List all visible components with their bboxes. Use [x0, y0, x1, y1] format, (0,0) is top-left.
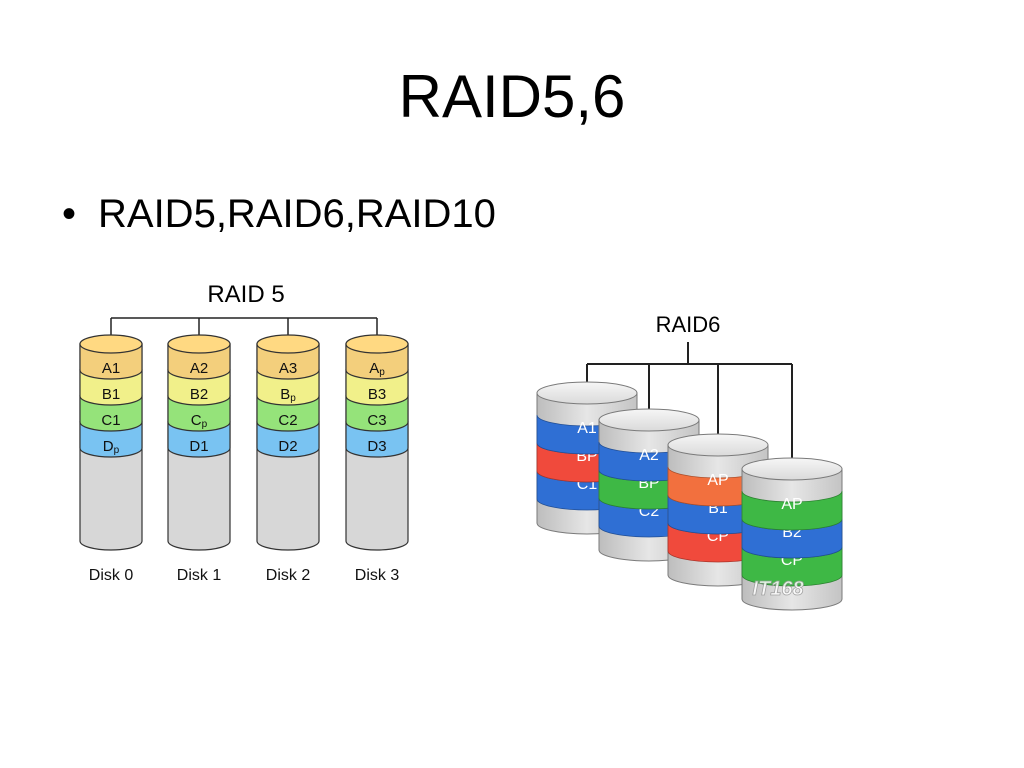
bullet-item: • RAID5,RAID6,RAID10 — [62, 190, 496, 238]
raid6-block-label: AP — [707, 472, 728, 489]
raid5-block-band — [79, 343, 143, 380]
raid6-block-label: A1 — [577, 420, 597, 437]
raid5-block-band — [256, 343, 320, 380]
raid6-disk-top — [741, 457, 843, 481]
raid5-block-label: D1 — [189, 438, 208, 455]
raid5-block-label: C3 — [367, 412, 386, 429]
watermark-logo: IT168 — [752, 578, 804, 600]
raid6-disk-top — [598, 408, 700, 432]
raid5-block-band — [79, 421, 143, 458]
raid5-block-band — [167, 421, 231, 458]
raid6-title: RAID6 — [656, 312, 721, 337]
raid6-disk-top — [536, 381, 638, 405]
raid5-block-label: D2 — [278, 438, 297, 455]
raid5-disk-label: Disk 0 — [89, 567, 134, 584]
raid5-block-band — [345, 395, 409, 432]
raid5-disk-label: Disk 2 — [266, 567, 311, 584]
raid5-disk-label: Disk 1 — [177, 567, 222, 584]
raid5-block-label: B1 — [102, 386, 120, 403]
raid5-block-label: B2 — [190, 386, 208, 403]
raid5-block-band — [256, 395, 320, 432]
raid5-disk-top — [256, 334, 320, 354]
raid5-block-band — [167, 395, 231, 432]
raid5-block-band — [256, 421, 320, 458]
raid5-block-band — [345, 343, 409, 380]
raid6-disk-top — [667, 433, 769, 457]
raid5-block-label: A3 — [279, 360, 297, 377]
raid5-disk-top — [345, 334, 409, 354]
raid5-block-label: B3 — [368, 386, 386, 403]
raid5-disk-top — [79, 334, 143, 354]
raid5-disk-label: Disk 3 — [355, 567, 400, 584]
bullet-dot-icon: • — [62, 192, 77, 236]
raid6-block-label: AP — [781, 496, 802, 513]
raid5-block-label: C2 — [278, 412, 297, 429]
raid5-block-band — [256, 369, 320, 406]
raid5-title: RAID 5 — [207, 281, 284, 308]
raid5-block-label: C1 — [101, 412, 120, 429]
raid5-block-band — [79, 369, 143, 406]
raid6-block-label: A2 — [639, 447, 659, 464]
raid5-block-label: D3 — [367, 438, 386, 455]
raid6-block-band — [741, 490, 843, 531]
raid5-block-label: A1 — [102, 360, 120, 377]
bullet-text: RAID5,RAID6,RAID10 — [98, 192, 496, 236]
raid5-block-band — [345, 369, 409, 406]
raid5-block-band — [167, 369, 231, 406]
raid5-block-band — [167, 343, 231, 380]
raid5-disk-top — [167, 334, 231, 354]
slide-title: RAID5,6 — [398, 63, 626, 130]
raid5-block-band — [79, 395, 143, 432]
raid5-block-label: A2 — [190, 360, 208, 377]
raid5-block-band — [345, 421, 409, 458]
